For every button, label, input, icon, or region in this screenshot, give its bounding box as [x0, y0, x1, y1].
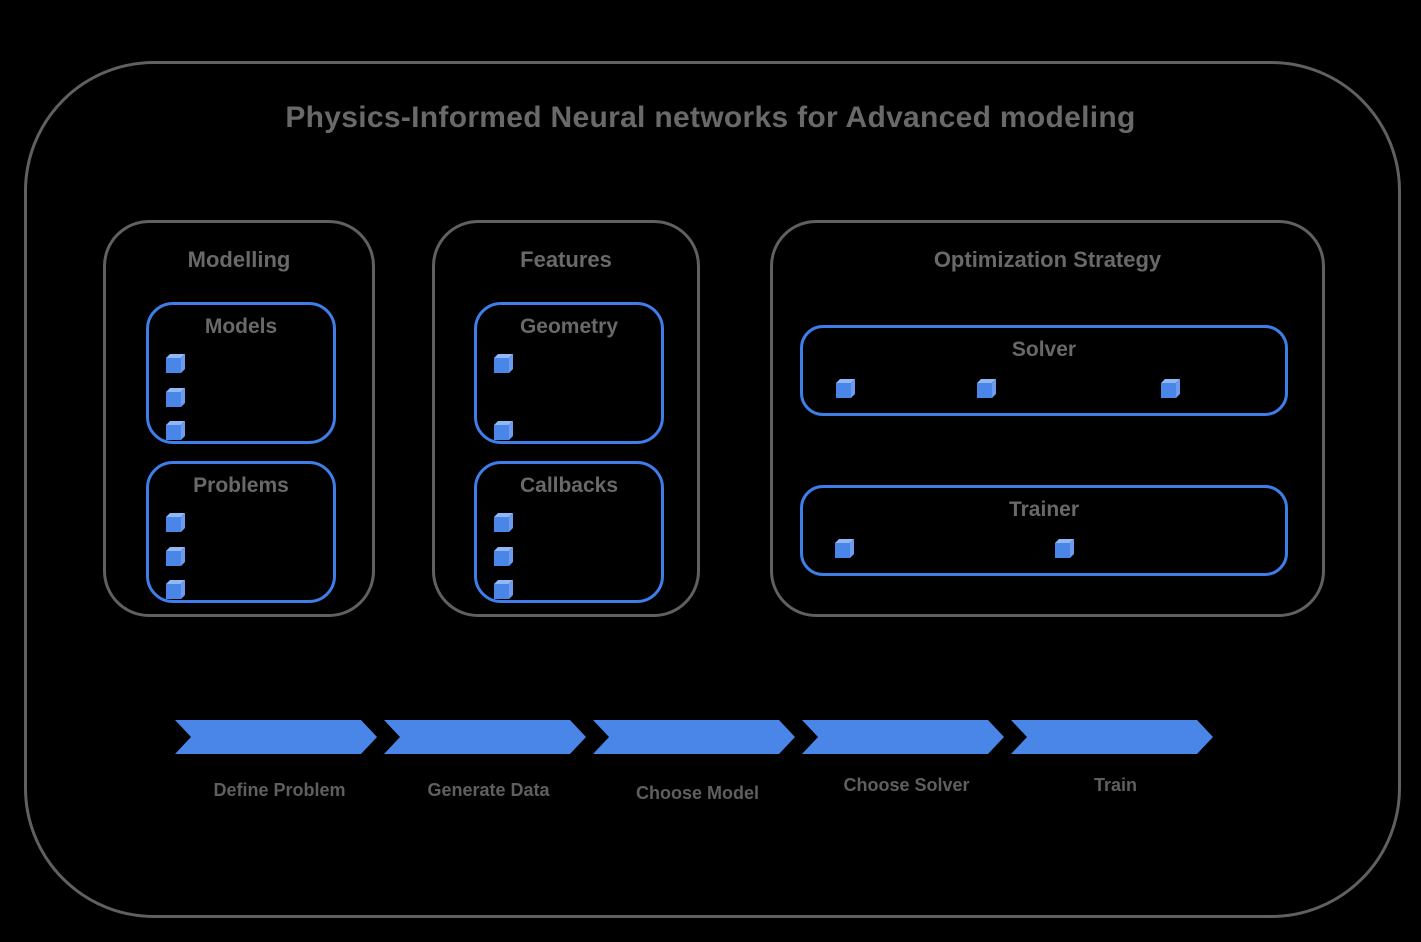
outer-frame: [24, 61, 1401, 918]
diagram-title: Physics-Informed Neural networks for Adv…: [285, 101, 1136, 134]
cube-bullet-icon: [1055, 539, 1074, 558]
cube-bullet-icon: [494, 354, 513, 373]
box-callbacks-title: Callbacks: [519, 474, 619, 497]
box-problems: Problems: [146, 461, 336, 603]
group-modelling-title: Modelling: [187, 247, 291, 272]
box-solver-title: Solver: [1011, 338, 1077, 361]
cube-bullet-icon: [494, 580, 513, 599]
cube-bullet-icon: [494, 546, 513, 566]
pipeline-arrow-segment: [384, 720, 586, 754]
pipeline-step-label: Generate Data: [427, 780, 550, 800]
cube-bullet-icon: [835, 539, 854, 558]
cube-bullet-icon: [166, 546, 185, 566]
pipeline-arrows: [175, 720, 1213, 754]
group-modelling: Modelling Models Problems: [103, 220, 375, 617]
pipeline-step-label: Define Problem: [213, 780, 346, 800]
pipeline-arrow-segment: [593, 720, 795, 754]
box-callbacks-bullets: [494, 513, 513, 599]
box-models-title: Models: [204, 315, 278, 338]
group-optimization: Optimization Strategy Solver Trainer: [770, 220, 1325, 617]
box-solver: Solver: [800, 325, 1288, 416]
group-features-title: Features: [520, 247, 612, 272]
box-geometry-bullets: [494, 354, 513, 440]
pipeline-arrow-segment: [175, 720, 377, 754]
group-features: Features Geometry Callbacks: [432, 220, 700, 617]
cube-bullet-icon: [494, 421, 513, 440]
cube-bullet-icon: [836, 379, 855, 398]
cube-bullet-icon: [166, 387, 185, 407]
box-models: Models: [146, 302, 336, 444]
box-geometry-title: Geometry: [519, 315, 619, 338]
cube-bullet-icon: [494, 513, 513, 532]
box-problems-title: Problems: [193, 474, 289, 497]
pipeline-step-label: Train: [1093, 775, 1137, 795]
box-trainer-title: Trainer: [1008, 498, 1080, 521]
box-trainer: Trainer: [800, 485, 1288, 576]
cube-bullet-icon: [1161, 379, 1180, 398]
cube-bullet-icon: [166, 354, 185, 373]
box-problems-bullets: [166, 513, 185, 599]
pipeline-arrow-segment: [1011, 720, 1213, 754]
pipeline-step-label: Choose Solver: [843, 775, 970, 795]
box-models-bullets: [166, 354, 185, 440]
box-callbacks: Callbacks: [474, 461, 664, 603]
pipeline-labels: Define Problem Generate Data Choose Mode…: [175, 774, 1220, 803]
group-optimization-title: Optimization Strategy: [933, 247, 1162, 272]
pipeline-step-label: Choose Model: [635, 783, 759, 803]
box-geometry: Geometry: [474, 302, 664, 444]
cube-bullet-icon: [166, 580, 185, 599]
cube-bullet-icon: [166, 513, 185, 532]
pipeline-arrow-segment: [802, 720, 1004, 754]
cube-bullet-icon: [166, 421, 185, 440]
cube-bullet-icon: [977, 379, 996, 398]
